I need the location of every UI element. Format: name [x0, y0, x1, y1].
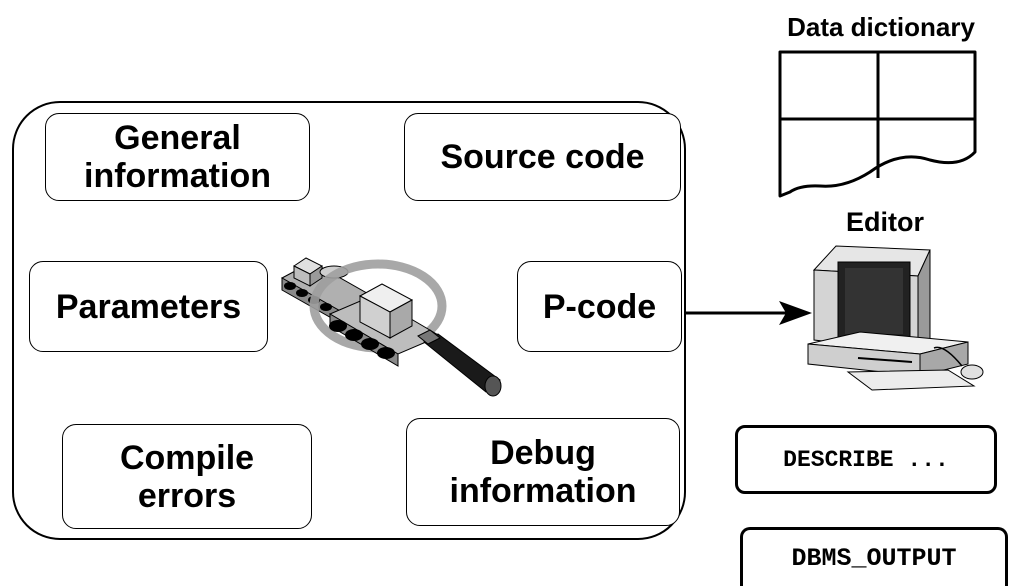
source-code-box: Source code — [404, 113, 681, 201]
data-dictionary-title: Data dictionary — [787, 12, 975, 42]
parameters-box: Parameters — [29, 261, 268, 352]
arrow-icon — [686, 301, 812, 325]
magnifier-conveyor-icon — [280, 257, 502, 397]
editor-title: Editor — [846, 207, 924, 237]
dbms-output-command-box: DBMS_OUTPUT — [740, 527, 1008, 586]
compile-errors-box: Compile errors — [62, 424, 312, 529]
computer-workstation-icon — [807, 245, 984, 391]
debug-information-box: Debug information — [406, 418, 680, 526]
general-information-box: General information — [45, 113, 310, 201]
data-dictionary-grid-icon — [778, 50, 977, 198]
describe-command-box: DESCRIBE ... — [735, 425, 997, 494]
p-code-box: P-code — [517, 261, 682, 352]
